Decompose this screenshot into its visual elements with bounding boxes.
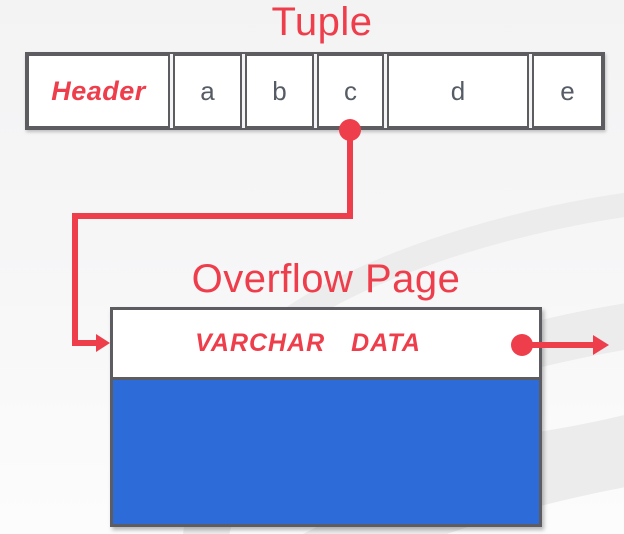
varchar-data-label: VARCHAR DATA — [195, 329, 421, 357]
tuple-cell-e: e — [532, 54, 603, 128]
connector-horizontal-line-2 — [72, 340, 98, 346]
varchar-data-band: VARCHAR DATA — [113, 310, 539, 380]
cell-c-pointer-dot — [339, 119, 361, 141]
tuple-cell-c-label: c — [344, 75, 357, 106]
next-page-arrowhead-icon — [593, 335, 609, 355]
tuple-cell-a-label: a — [200, 75, 215, 106]
connector-horizontal-line-1 — [72, 213, 353, 219]
overflow-page-box: VARCHAR DATA — [110, 307, 542, 527]
tuple-cell-b: b — [245, 54, 314, 128]
tuple-cell-b-label: b — [272, 75, 287, 106]
tuple-cell-d-label: d — [450, 75, 466, 106]
tuple-title: Tuple — [271, 0, 373, 44]
overflow-data-area — [113, 380, 539, 524]
connector-vertical-line-2 — [72, 213, 78, 346]
overflow-page-title: Overflow Page — [191, 257, 461, 301]
tuple-cell-d: d — [387, 54, 529, 128]
tuple-cell-a: a — [173, 54, 242, 128]
tuple-cell-header-label: Header — [51, 75, 146, 106]
next-page-arrow-line — [521, 342, 595, 348]
connector-vertical-line-1 — [347, 128, 353, 218]
varchar-pointer-dot — [511, 334, 533, 356]
tuple-cell-header: Header — [27, 54, 170, 128]
tuple-cell-c: c — [317, 54, 384, 128]
tuple-row: Header a b c d e — [25, 52, 605, 130]
tuple-cell-e-label: e — [560, 75, 575, 106]
arrowhead-into-overflow-page-icon — [96, 334, 110, 352]
